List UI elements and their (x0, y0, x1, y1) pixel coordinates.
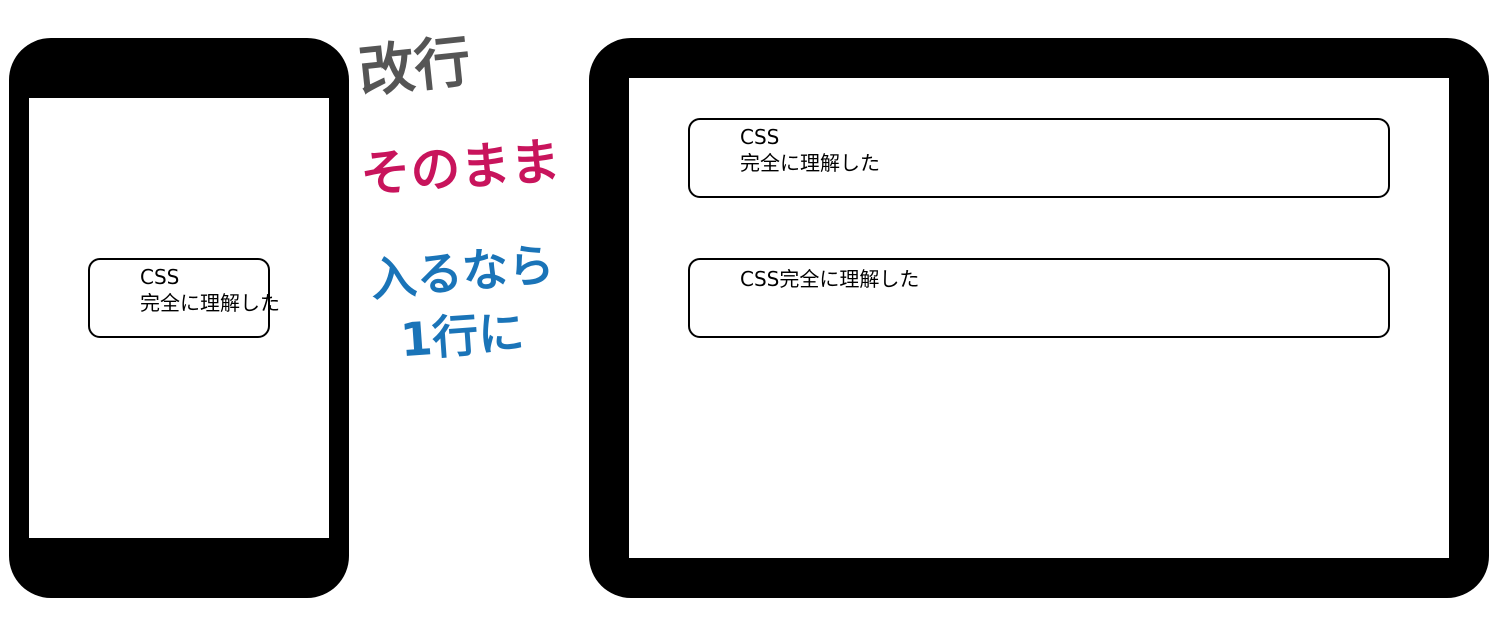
tablet-screen: CSS 完全に理解した CSS完全に理解した (629, 78, 1449, 558)
tablet-text-card-single-line: CSS完全に理解した (688, 258, 1390, 338)
tablet-card1-line-2: 完全に理解した (740, 151, 880, 175)
phone-card-line-1: CSS (140, 265, 180, 289)
tablet-device: CSS 完全に理解した CSS完全に理解した (589, 38, 1489, 598)
tablet-card2-line: CSS完全に理解した (740, 267, 920, 291)
phone-card-text: CSS 完全に理解した (140, 264, 280, 316)
annotation-line-break: 改行 (355, 29, 474, 106)
phone-text-card: CSS 完全に理解した (88, 258, 280, 338)
phone-device: CSS 完全に理解した (9, 38, 349, 598)
phone-card-line-2: 完全に理解した (140, 291, 280, 315)
annotation-as-is: そのまま (358, 132, 563, 204)
tablet-text-card-wrapped: CSS 完全に理解した (688, 118, 1390, 198)
tablet-card2-text: CSS完全に理解した (740, 266, 919, 292)
annotation-one-line: 1行に (398, 304, 526, 368)
phone-screen: CSS 完全に理解した (29, 98, 329, 538)
tablet-card1-text: CSS 完全に理解した (740, 124, 880, 176)
annotation-if-fits: 入るなら (368, 237, 557, 307)
tablet-card1-line-1: CSS (740, 125, 780, 149)
